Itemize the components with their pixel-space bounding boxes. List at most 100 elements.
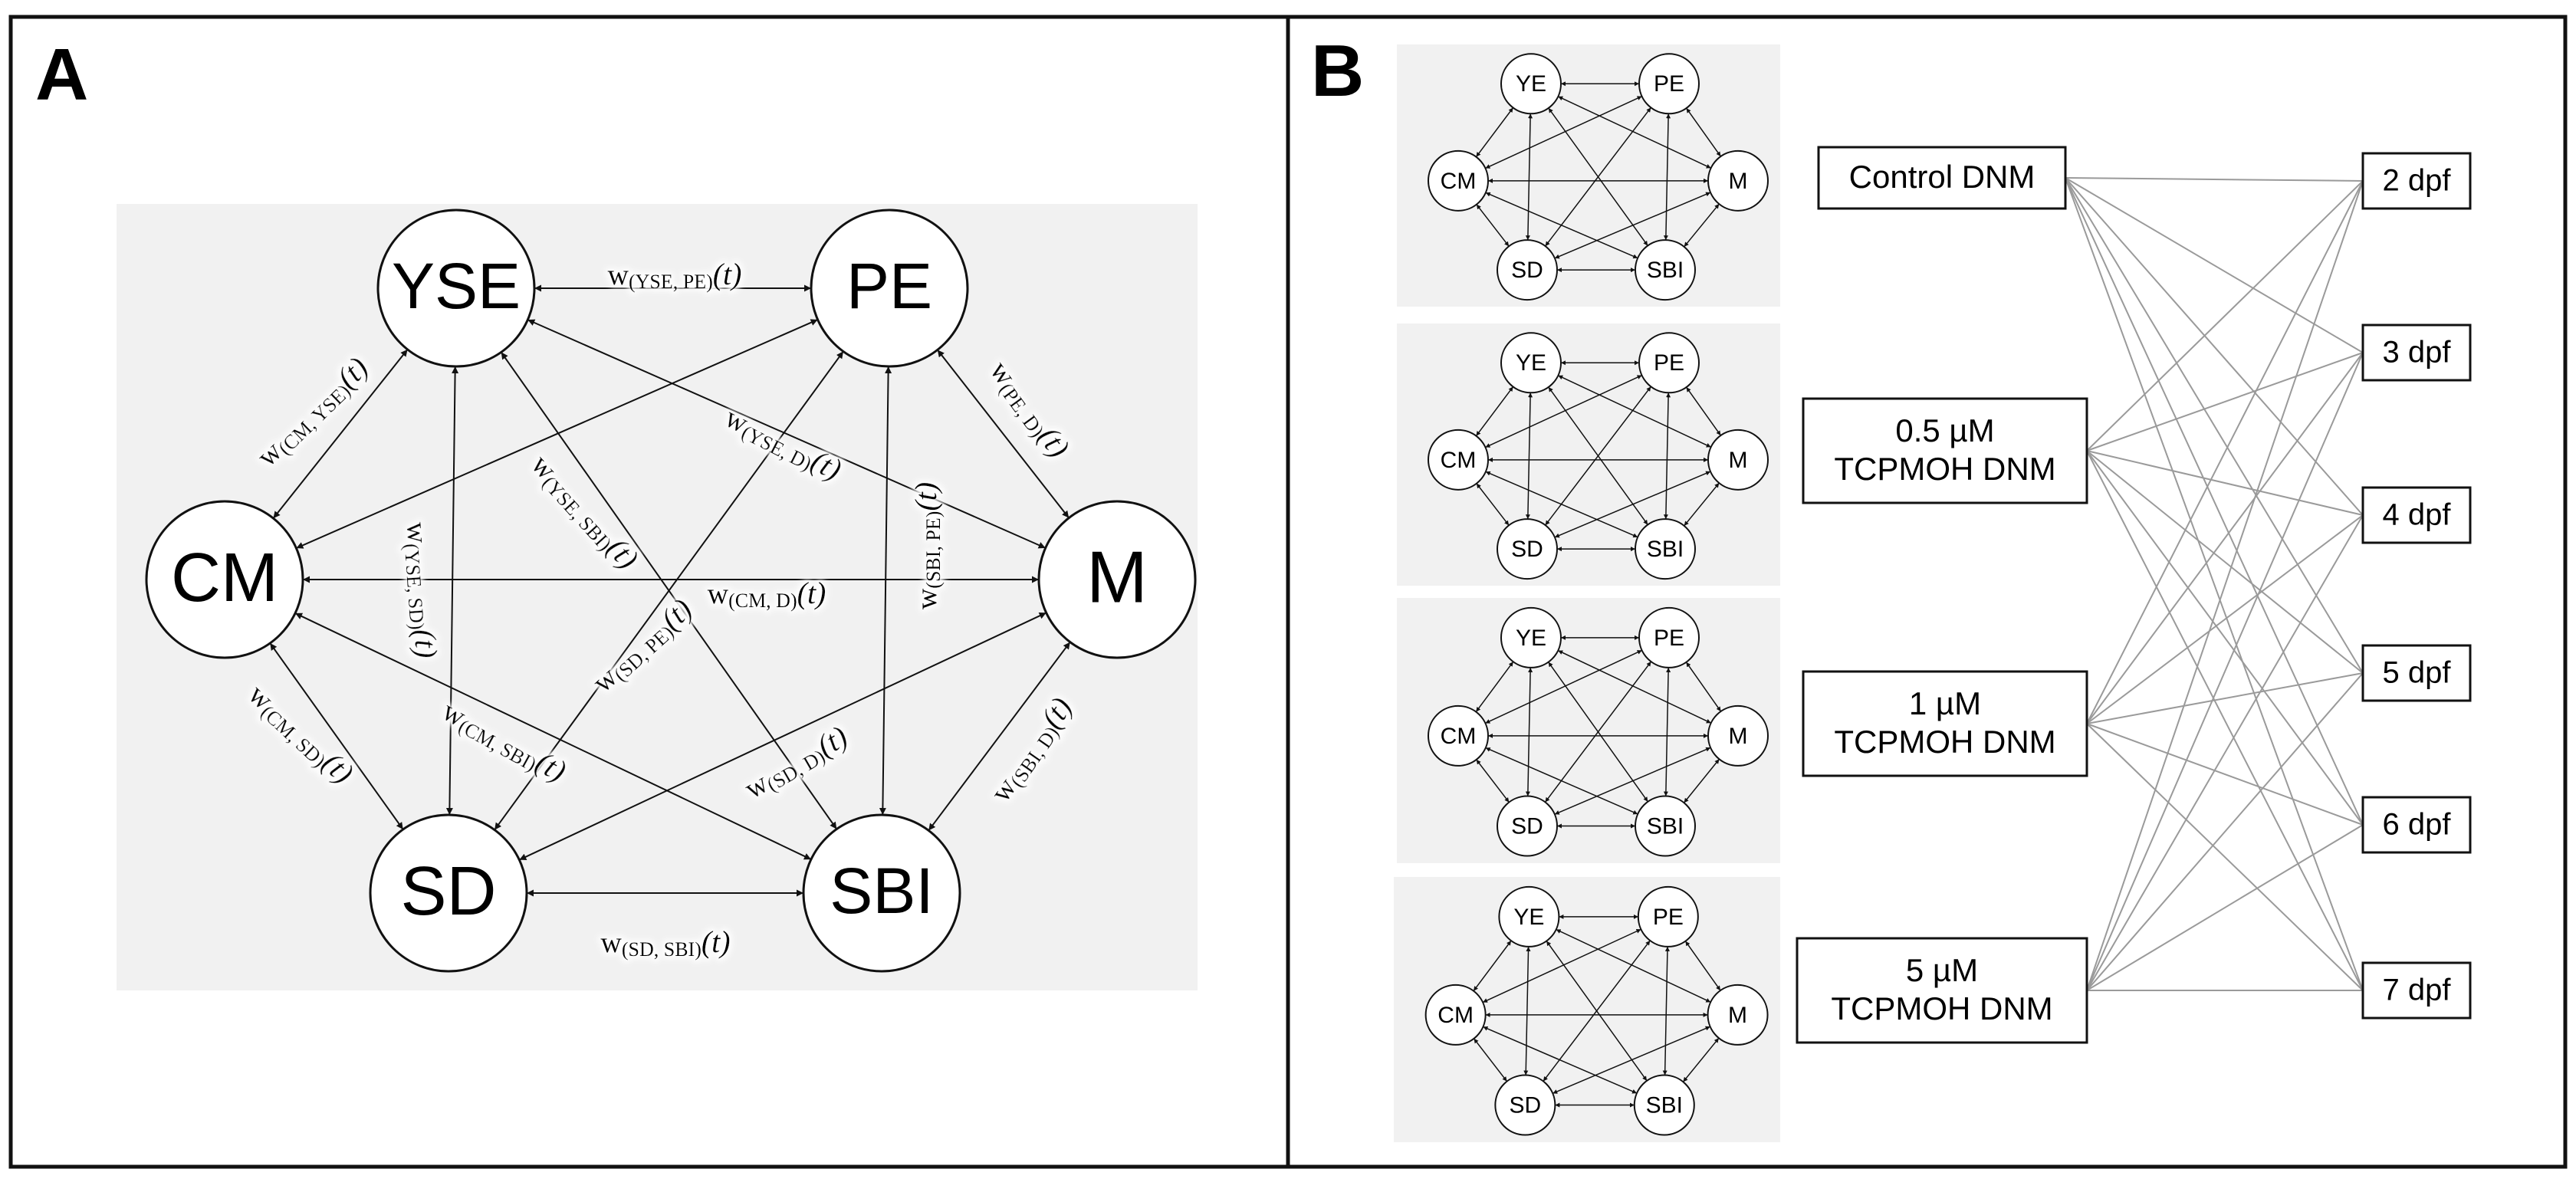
link-c1-3-dpf: [2086, 352, 2364, 724]
link-control-5-dpf: [2065, 177, 2364, 674]
link-control-7-dpf: [2065, 177, 2364, 991]
link-control-4-dpf: [2065, 177, 2364, 516]
link-c5-6-dpf: [2086, 824, 2364, 991]
timepoint-box-frame: [2361, 796, 2472, 854]
mini-node-circle-pe: [1638, 606, 1700, 668]
panel-a-edges: [269, 284, 1071, 897]
timepoint-box-2-dpf: 2 dpf: [2361, 152, 2472, 210]
mini-node-circle-m: [1707, 704, 1769, 767]
network-box-control: Control DNM: [1817, 146, 2067, 210]
mini-node-label-sbi: SBI: [1646, 1092, 1683, 1118]
mini-node-label-m: M: [1729, 169, 1748, 194]
link-c1-6-dpf: [2086, 723, 2364, 826]
mini-edge-sbi-m: [1684, 482, 1720, 527]
node-circle-yse: [376, 209, 536, 368]
timepoint-box-frame: [2361, 961, 2472, 1020]
node-circle-sbi: [802, 813, 961, 973]
link-c05-7-dpf: [2086, 450, 2364, 991]
node-cm: CM: [145, 500, 304, 659]
mini-node-circle-sd: [1497, 795, 1558, 857]
mini-edge-sbi-m: [1684, 203, 1720, 248]
timepoint-label: 7 dpf: [2383, 974, 2452, 1007]
timepoint-box-3-dpf: 3 dpf: [2361, 323, 2472, 382]
link-c5-3-dpf: [2086, 352, 2364, 991]
mini-node-label-m: M: [1729, 724, 1748, 749]
panel-b-bipartite-lines: [2065, 177, 2364, 991]
network-box-label: Control DNM: [1849, 159, 2036, 195]
mini-edge-sbi-m: [1683, 758, 1720, 803]
mini-node-circle-yse: [1498, 885, 1560, 947]
node-circle-sd: [369, 813, 528, 973]
timepoint-label: 6 dpf: [2383, 808, 2452, 842]
node-label-sbi: SBI: [830, 855, 933, 927]
mini-edge-sd-m: [1554, 192, 1711, 259]
link-c1-5-dpf: [2086, 672, 2364, 724]
timepoint-label: 5 dpf: [2383, 656, 2452, 690]
timepoint-label: 4 dpf: [2383, 498, 2452, 532]
mini-node-label-yse: YE: [1516, 350, 1546, 376]
timepoint-box-frame: [2361, 644, 2472, 702]
link-control-6-dpf: [2065, 177, 2364, 826]
node-yse: YSE: [376, 209, 536, 368]
link-c1-4-dpf: [2086, 514, 2364, 724]
timepoint-box-6-dpf: 6 dpf: [2361, 796, 2472, 854]
link-c1-7-dpf: [2086, 723, 2364, 991]
mini-node-circle-pe: [1637, 885, 1699, 947]
edge-sbi-m: [928, 641, 1071, 832]
node-label-m: M: [1086, 536, 1148, 618]
link-c05-4-dpf: [2086, 450, 2364, 516]
mini-node-label-cm: CM: [1441, 724, 1477, 749]
link-control-2-dpf: [2065, 177, 2364, 182]
mini-node-label-cm: CM: [1441, 169, 1477, 194]
mini-edge-sd-m: [1554, 747, 1711, 815]
mini-node-circle-pe: [1638, 332, 1700, 394]
mini-node-label-sbi: SBI: [1647, 258, 1684, 283]
mini-node-circle-yse: [1500, 332, 1562, 394]
mini-node-circle-sbi: [1635, 239, 1696, 301]
timepoint-label: 3 dpf: [2383, 336, 2452, 369]
panel-b-border: [1286, 15, 2568, 1169]
mini-node-label-sd: SD: [1511, 813, 1543, 839]
network-box-frame: [1796, 937, 2088, 1044]
network-box-frame: [1802, 670, 2088, 777]
mini-node-label-pe: PE: [1654, 626, 1684, 651]
mini-node-label-sd: SD: [1510, 1092, 1542, 1118]
timepoint-box-4-dpf: 4 dpf: [2361, 486, 2472, 544]
mini-node-circle-sbi: [1633, 1074, 1695, 1136]
node-circle-m: [1037, 500, 1197, 659]
mini-node-label-m: M: [1729, 448, 1748, 473]
network-box-label: TCPMOH DNM: [1831, 990, 2052, 1026]
node-sbi: SBI: [802, 813, 961, 973]
node-pe: PE: [810, 209, 969, 368]
mini-node-circle-cm: [1428, 149, 1489, 212]
mini-edge-sd-m: [1552, 1026, 1710, 1095]
mini-node-circle-cm: [1428, 704, 1489, 767]
link-c1-2-dpf: [2086, 180, 2364, 724]
mini-node-circle-sd: [1494, 1074, 1556, 1136]
panel-a-network: w(YSE, PE)(t)w(CM, YSE)(t)w(PE, D)(t)w(Y…: [117, 204, 1198, 990]
panel-b-letter: B: [1311, 30, 1364, 112]
mini-node-circle-sd: [1497, 518, 1558, 580]
mini-node-label-sbi: SBI: [1647, 537, 1684, 562]
link-c05-5-dpf: [2086, 450, 2364, 674]
mini-node-circle-yse: [1500, 53, 1562, 115]
link-c05-2-dpf: [2086, 180, 2364, 452]
mini-node-label-sd: SD: [1511, 258, 1543, 283]
mini-edge-sbi-m: [1682, 1037, 1720, 1082]
mini-node-label-pe: PE: [1654, 350, 1684, 376]
mini-edge-sd-m: [1554, 471, 1711, 538]
node-label-yse: YSE: [392, 250, 521, 322]
timepoint-box-5-dpf: 5 dpf: [2361, 644, 2472, 702]
mini-node-circle-cm: [1428, 429, 1489, 491]
mini-node-circle-sbi: [1635, 518, 1696, 580]
mini-node-label-sd: SD: [1511, 537, 1543, 562]
